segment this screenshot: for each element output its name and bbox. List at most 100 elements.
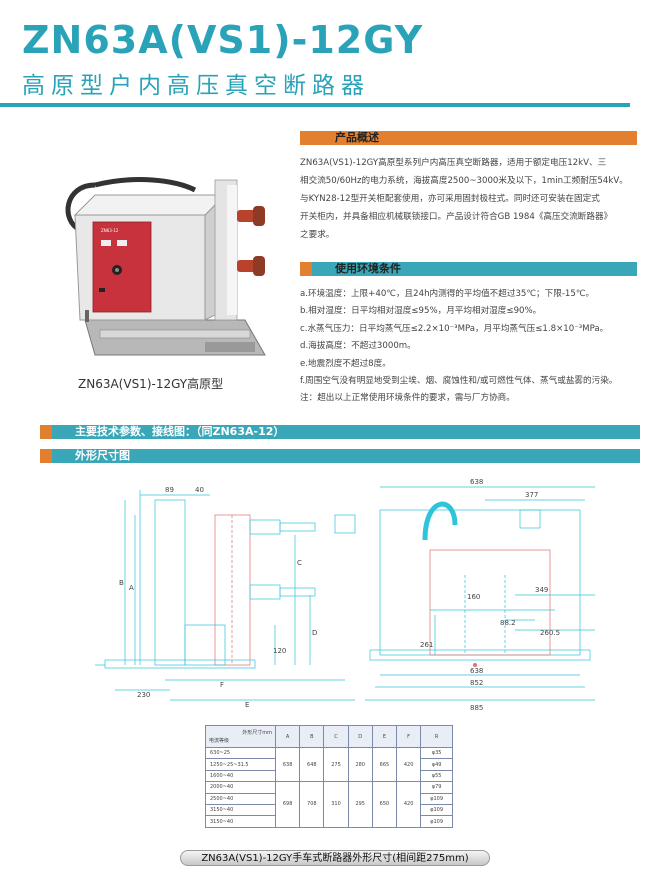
front-view: 638 377 349 160 88.2 260.5 261 638 852 8… — [365, 478, 595, 712]
table-cell: φ49 — [420, 758, 453, 771]
dim-label: 377 — [525, 491, 538, 499]
params-bar — [52, 425, 640, 439]
section-marker — [300, 262, 312, 276]
photo-caption: ZN63A(VS1)-12GY高原型 — [78, 377, 224, 391]
dim-label: E — [245, 701, 249, 709]
table-row: 3150~40 φ109 — [205, 815, 453, 828]
dim-label: 230 — [137, 691, 150, 699]
table-cell: 420 — [396, 781, 422, 828]
column-header: F — [396, 725, 422, 748]
overview-heading: 产品概述 — [335, 131, 379, 144]
dim-label: 40 — [195, 486, 204, 494]
page-title: ZN63A(VS1)-12GY — [22, 18, 424, 62]
row-label: 2000~40 — [205, 781, 276, 794]
table-row: 2500~40 φ109 — [205, 792, 453, 805]
table-cell: φ79 — [420, 781, 453, 794]
environment-list: a.环境温度：上限+40℃，且24h内测得的平均值不超过35℃；下限-15℃。 … — [300, 286, 617, 408]
section-marker — [40, 449, 52, 463]
dim-label: 885 — [470, 704, 483, 712]
overview-line: 相交流50/60Hz的电力系统，海拔高度2500~3000米及以下，1min工频… — [300, 176, 628, 186]
dim-label: 852 — [470, 679, 483, 687]
dim-label: 638 — [470, 478, 483, 486]
panel-label: ZN63-12 — [101, 228, 119, 233]
dim-label: 89 — [165, 486, 174, 494]
column-header: R — [420, 725, 453, 748]
row-label: 1600~40 — [205, 769, 276, 783]
table-cell: φ109 — [420, 815, 453, 828]
table-cell: 420 — [396, 746, 422, 783]
overview-text: ZN63A(VS1)-12GY高原型系列户内高压真空断路器，适用于额定电压12k… — [300, 154, 640, 244]
table-header-row: 外形尺寸mm 电流等级 A B C D E F R — [205, 725, 453, 748]
table-cell: 310 — [323, 781, 349, 828]
table-cell: φ55 — [420, 769, 453, 783]
header-rule — [0, 103, 630, 107]
footer-caption: ZN63A(VS1)-12GY手车式断路器外形尺寸(相间距275mm) — [180, 850, 490, 866]
dim-label: 260.5 — [540, 629, 560, 637]
dim-label: C — [297, 559, 302, 567]
environment-item: e.地震烈度不超过8度。 — [300, 358, 391, 369]
dimension-drawing: 89 40 B A C D F E 120 230 638 — [95, 478, 595, 712]
overview-line: ZN63A(VS1)-12GY高原型系列户内高压真空断路器，适用于额定电压12k… — [300, 158, 607, 168]
environment-bar — [312, 262, 637, 276]
environment-item: b.相对湿度：日平均相对湿度≤95%，月平均相对湿度≤90%。 — [300, 306, 542, 317]
table-cell: φ109 — [420, 803, 453, 817]
environment-item: a.环境温度：上限+40℃，且24h内测得的平均值不超过35℃；下限-15℃。 — [300, 289, 595, 299]
table-row: 1250~25~31.5 φ49 — [205, 758, 453, 771]
column-header: B — [299, 725, 325, 748]
column-header: A — [274, 725, 301, 748]
section-marker — [300, 131, 312, 145]
table-cell: 650 — [371, 781, 398, 828]
table-cell: 275 — [323, 746, 349, 783]
environment-item: c.水蒸气压力：日平均蒸气压≤2.2×10⁻³MPa，月平均蒸气压≤1.8×10… — [300, 323, 609, 334]
dim-label: 638 — [470, 667, 483, 675]
row-label: 1250~25~31.5 — [205, 758, 276, 771]
table-cell: 648 — [299, 746, 325, 783]
side-view: 89 40 B A C D F E 120 230 — [95, 486, 356, 709]
dim-label: F — [220, 681, 224, 689]
dim-label: D — [312, 629, 317, 637]
dims-heading: 外形尺寸图 — [75, 449, 130, 462]
environment-item: f.周围空气没有明显地受到尘埃、烟、腐蚀性和/或可燃性气体、蒸气或盐雾的污染。 — [300, 376, 618, 387]
dim-label: 88.2 — [500, 619, 516, 627]
column-header: C — [323, 725, 349, 748]
dim-label: B — [119, 579, 124, 587]
row-label: 630~25 — [205, 746, 276, 760]
column-header: E — [371, 725, 398, 748]
table-row: 1600~40 φ55 — [205, 769, 453, 783]
environment-item: d.海拔高度：不超过3000m。 — [300, 341, 416, 352]
overview-line: 与KYN28-12型开关柜配套使用，亦可采用固封极柱式。同时还可安装在固定式 — [300, 194, 600, 204]
row-label: 2500~40 — [205, 792, 276, 805]
section-marker — [40, 425, 52, 439]
environment-heading: 使用环境条件 — [335, 262, 401, 275]
row-label: 3150~40 — [205, 815, 276, 828]
table-cell: 638 — [274, 746, 301, 783]
corner-bottom-label: 电流等级 — [209, 738, 230, 744]
overview-line: 之要求。 — [300, 230, 335, 240]
row-label: 3150~40 — [205, 803, 276, 817]
table-cell: 295 — [347, 781, 373, 828]
params-heading: 主要技术参数、接线图：（同ZN63A-12） — [75, 425, 285, 438]
table-cell: φ109 — [420, 792, 453, 805]
overview-line: 开关柜内，并具备相应机械联锁接口。产品设计符合GB 1984《高压交流断路器》 — [300, 212, 613, 222]
table-cell: 280 — [347, 746, 373, 783]
dim-label: 261 — [420, 641, 433, 649]
table-row: 630~25 638 648 275 280 665 420 φ35 — [205, 746, 453, 783]
table-cell: 698 — [274, 781, 301, 828]
table-cell: 665 — [371, 746, 398, 783]
environment-item: 注：超出以上正常使用环境条件的要求，需与厂方协商。 — [300, 393, 515, 404]
dim-label: 349 — [535, 586, 548, 594]
table-row: 2000~40 698 708 310 295 650 420 φ79 — [205, 781, 453, 828]
dims-bar — [52, 449, 640, 463]
dimension-table: 外形尺寸mm 电流等级 A B C D E F R 630~25 638 648… — [205, 725, 453, 828]
breaker-photo: ZN63-12 — [65, 177, 266, 356]
column-header: D — [347, 725, 373, 748]
table-cell: φ35 — [420, 746, 453, 760]
page-subtitle: 高原型户内高压真空断路器 — [22, 73, 370, 99]
dim-label: 120 — [273, 647, 286, 655]
table-corner: 外形尺寸mm 电流等级 — [205, 725, 276, 748]
dim-label: 160 — [467, 593, 480, 601]
corner-top-label: 外形尺寸mm — [242, 730, 272, 736]
table-row: 3150~40 φ109 — [205, 803, 453, 817]
table-cell: 708 — [299, 781, 325, 828]
overview-bar — [312, 131, 637, 145]
